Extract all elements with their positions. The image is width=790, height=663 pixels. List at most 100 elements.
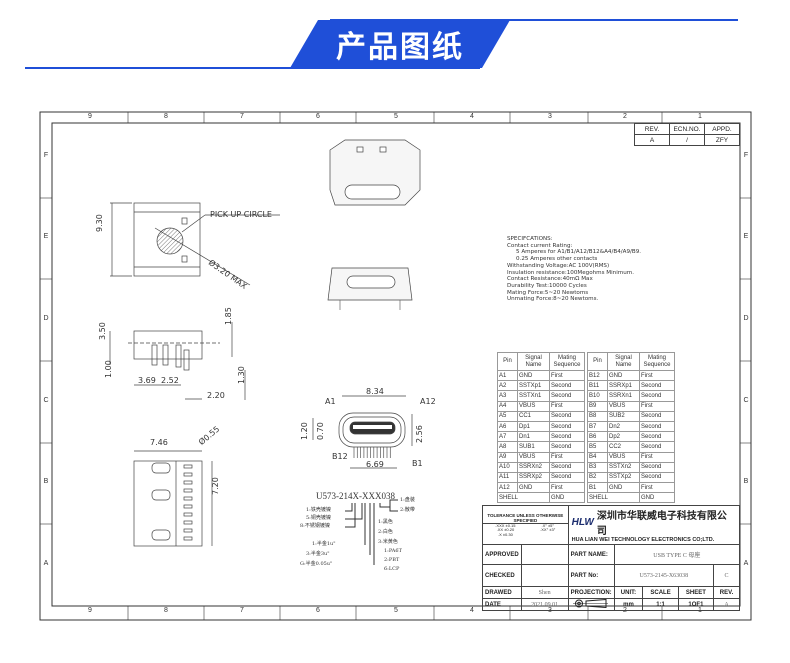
company-name-en: HUA LIAN WEI TECHNOLOGY ELECTRONICS CO;L… xyxy=(571,537,715,543)
frame-row-label: F xyxy=(43,152,49,159)
pin-cell: A10 xyxy=(497,461,518,473)
rev-label: REV. xyxy=(713,586,740,599)
pin-cell: CC2 xyxy=(607,441,640,453)
part-code-note: 2:PBT xyxy=(384,557,400,563)
pin-cell: Second xyxy=(549,441,585,453)
isometric-view-drawing xyxy=(327,139,421,310)
frame-row-label: A xyxy=(43,560,49,567)
ecn-value: / xyxy=(669,134,705,146)
pin-table-header: Mating Sequence xyxy=(549,352,585,371)
pin-cell: Second xyxy=(639,431,675,443)
pin-cell: SSRXp1 xyxy=(607,380,640,392)
top-view-drawing xyxy=(110,202,280,286)
rev-header: REV. xyxy=(634,123,670,135)
pin-cell: First xyxy=(549,482,585,494)
frame-column-label: 2 xyxy=(623,607,627,614)
pin-cell: Second xyxy=(639,441,675,453)
company-name-cn: 深圳市华联威电子科技有限公司 xyxy=(596,511,727,537)
rev-value-tb: A xyxy=(713,598,740,611)
dimension-label: B12 xyxy=(332,452,348,461)
pin-cell: A6 xyxy=(497,420,518,433)
pin-cell: SSTXn2 xyxy=(607,461,640,473)
pin-table-header: Pin xyxy=(587,352,608,371)
spec-line: 0.25 Amperes other contacts xyxy=(516,256,598,263)
spec-line: Mating Force:5~20 Newtoms xyxy=(507,289,589,296)
pin-cell: Dn1 xyxy=(517,431,550,443)
frame-column-label: 1 xyxy=(698,113,702,120)
pin-cell: A2 xyxy=(497,380,518,392)
pin-cell: VBUS xyxy=(517,451,550,463)
shell-label: SHELL xyxy=(587,492,640,504)
pin-cell: A4 xyxy=(497,400,518,412)
pin-cell: A7 xyxy=(497,431,518,443)
pin-cell: B7 xyxy=(587,420,608,433)
shell-value: GND xyxy=(639,492,675,504)
pin-cell: First xyxy=(639,369,675,382)
pin-cell: Dn2 xyxy=(607,420,640,433)
pin-cell: B2 xyxy=(587,471,608,484)
part-code-note: 1:黑色 xyxy=(378,519,393,525)
appd-header: APPD. xyxy=(704,123,740,135)
frame-row-label: E xyxy=(743,233,749,240)
pin-cell: A5 xyxy=(497,410,518,422)
rev-value: A xyxy=(634,134,670,146)
dimension-label: PICK UP CIRCLE xyxy=(210,210,272,219)
frame-row-label: A xyxy=(743,560,749,567)
spec-line: Durability Test:10000 Cycles xyxy=(507,282,587,289)
frame-column-label: 3 xyxy=(548,113,552,120)
pin-table-header: Mating Sequence xyxy=(639,352,675,371)
pin-cell: Second xyxy=(549,380,585,392)
frame-column-label: 6 xyxy=(316,607,320,614)
pin-cell: Second xyxy=(549,471,585,484)
frame-row-label: C xyxy=(743,397,749,404)
dimension-label: 2.56 xyxy=(415,425,424,443)
part-code-note: 5:铜壳镀镍 xyxy=(306,515,331,521)
frame-column-label: 8 xyxy=(164,607,168,614)
projection-symbol-icon xyxy=(567,598,615,611)
part-code-note: 2:白色 xyxy=(378,529,393,535)
pin-cell: SSTXn1 xyxy=(517,390,550,402)
pin-cell: B1 xyxy=(587,482,608,494)
pin-cell: First xyxy=(549,400,585,412)
pin-cell: Dp2 xyxy=(607,431,640,443)
dimension-label: 6.69 xyxy=(366,460,384,469)
dimension-label: 7.20 xyxy=(211,477,220,495)
pin-cell: GND xyxy=(517,369,550,382)
frame-column-label: 4 xyxy=(470,113,474,120)
pin-table-header: Signal Name xyxy=(517,352,550,371)
frame-column-label: 1 xyxy=(698,607,702,614)
appd-value: ZFY xyxy=(704,134,740,146)
date-value: 2021.09.01 xyxy=(520,598,569,611)
frame-row-label: B xyxy=(43,478,49,485)
dimension-label: 2.20 xyxy=(207,391,225,400)
pin-cell: B4 xyxy=(587,451,608,463)
pin-cell: B8 xyxy=(587,410,608,422)
pin-cell: Second xyxy=(639,471,675,484)
drawed-by: Shen xyxy=(520,586,569,599)
tolerance-value: .X ±0.30 xyxy=(497,531,513,537)
dimension-label: 7.46 xyxy=(150,438,168,447)
dimension-label: 9.30 xyxy=(95,214,104,232)
unit-label: UNIT: xyxy=(613,586,644,599)
header-banner xyxy=(25,19,738,69)
dimension-label: 1.85 xyxy=(224,307,233,325)
sheet-label: SHEET xyxy=(677,586,715,599)
part-code-note: G:半金0.05u" xyxy=(300,561,333,567)
pin-cell: SSRXp2 xyxy=(517,471,550,484)
dimension-label: 8.34 xyxy=(366,387,384,396)
part-code: U573-214X-XXX038 xyxy=(316,491,395,501)
front-view-drawing xyxy=(312,395,413,469)
